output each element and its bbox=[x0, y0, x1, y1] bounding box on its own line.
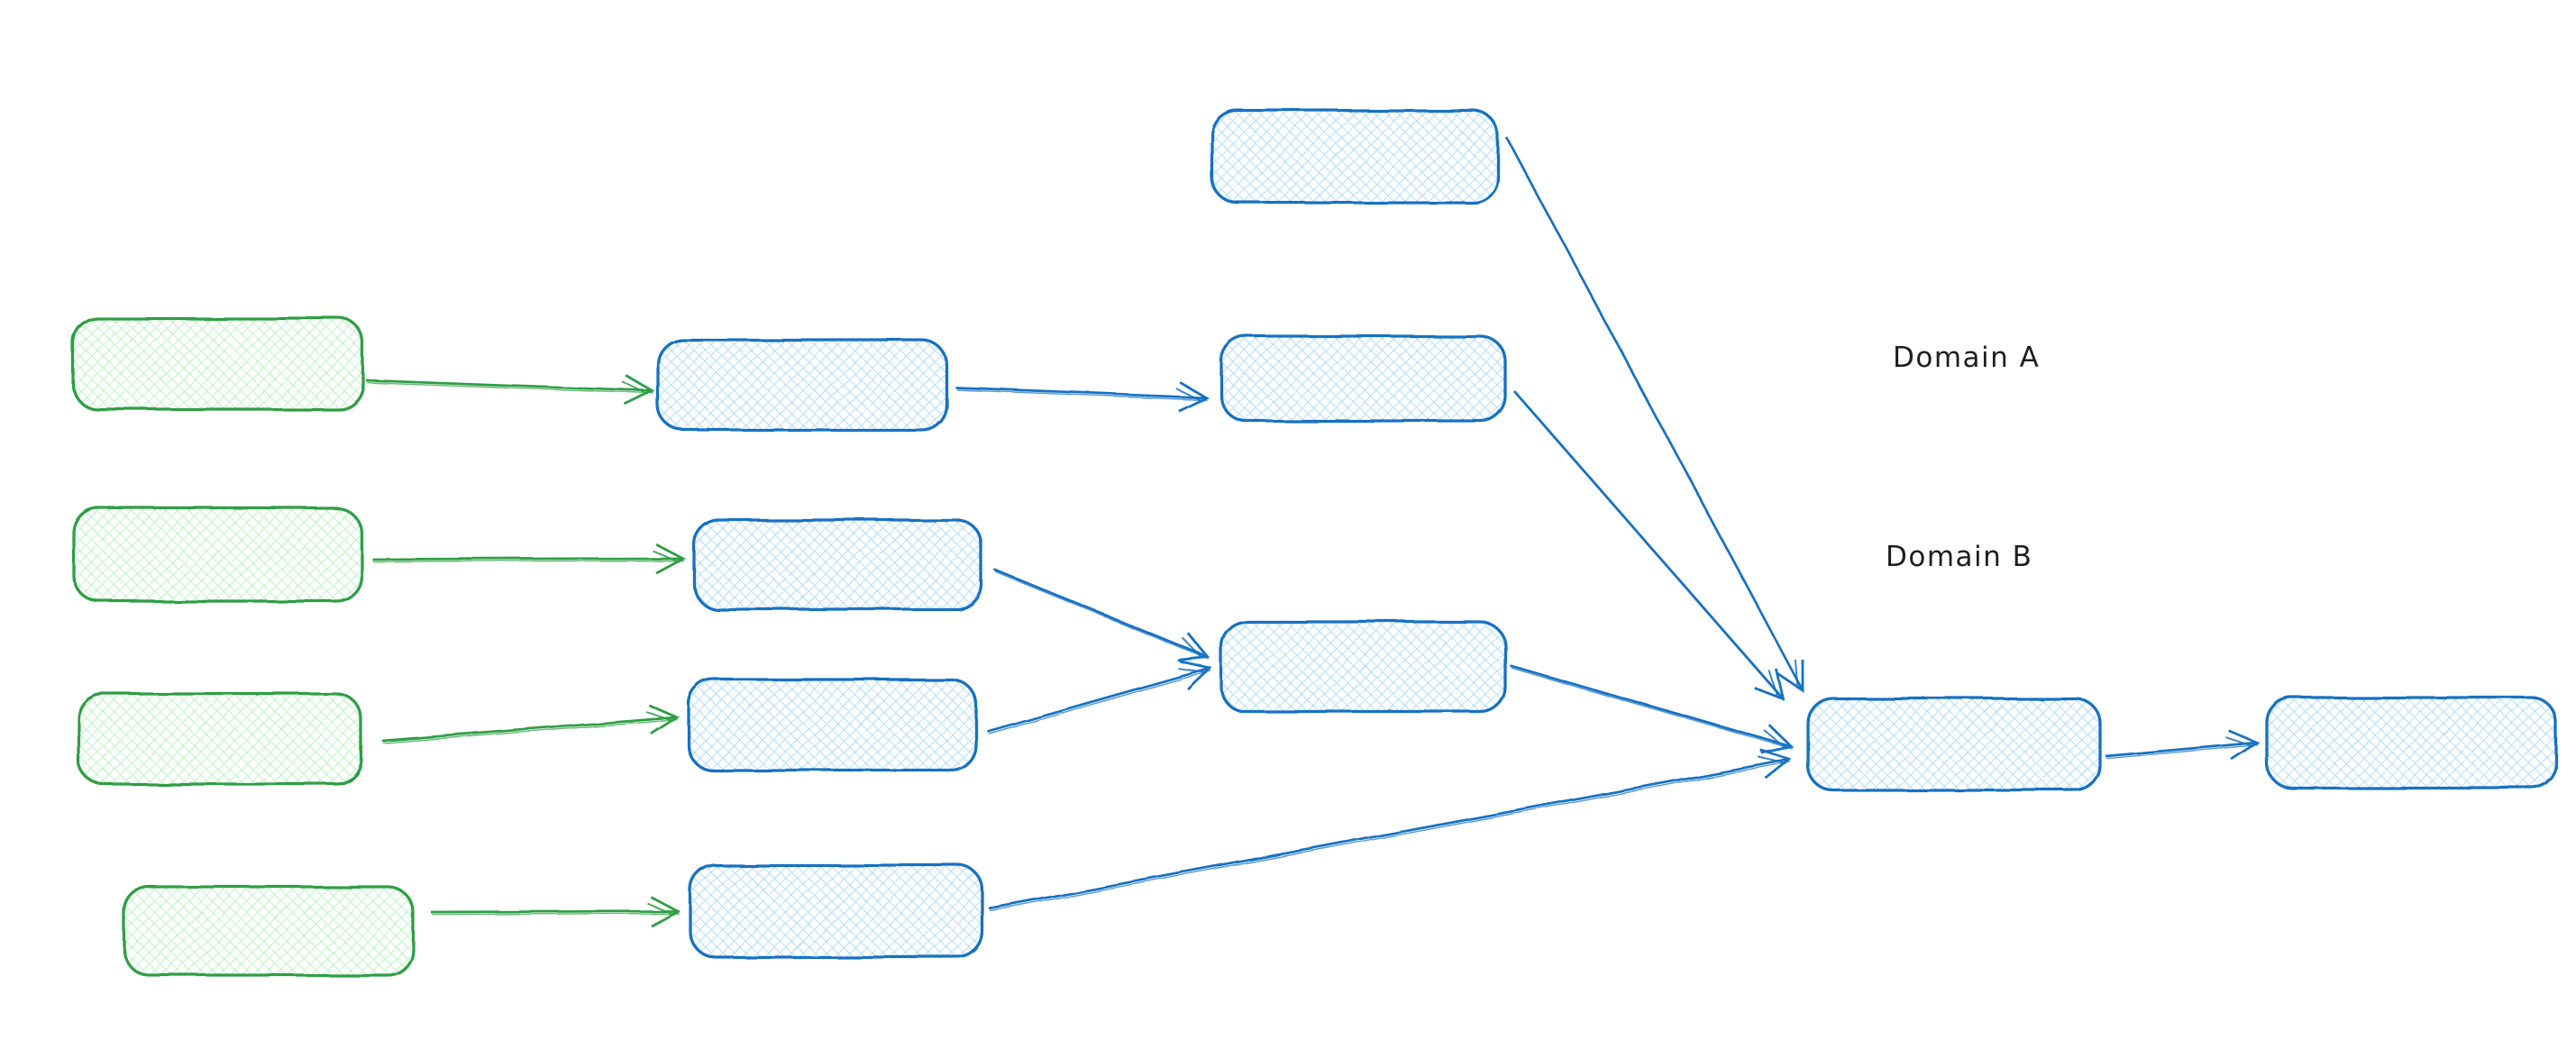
arrow-b-stage1c-to-global-sketch-stroke bbox=[990, 761, 1792, 912]
arrow-b-source1-to-stage1a-sketch-stroke bbox=[373, 560, 685, 563]
arrow-b-merge-to-global[interactable] bbox=[1509, 663, 1795, 755]
arrow-a-source-to-stage1-sketch-stroke bbox=[367, 381, 654, 395]
arrow-a-source-to-stage1[interactable] bbox=[365, 374, 655, 406]
arrow-a-stage1-to-stage2[interactable] bbox=[955, 380, 1209, 413]
arrow-b-stage1c-to-global[interactable] bbox=[988, 749, 1793, 910]
box-domain-b-source2[interactable] bbox=[77, 692, 363, 786]
arrow-b-source2-to-stage1b-sketch-stroke bbox=[383, 718, 679, 744]
arrow-b-source3-to-stage1c[interactable] bbox=[430, 895, 681, 927]
box-global-merge[interactable] bbox=[1806, 697, 2102, 792]
domain-b-label[interactable]: Domain B bbox=[1886, 541, 2032, 573]
box-domain-b-merge[interactable] bbox=[1219, 620, 1507, 714]
nodes-layer bbox=[71, 109, 2558, 977]
box-top-blue[interactable] bbox=[1210, 109, 1500, 205]
arrow-b-stage1b-to-merge-sketch-stroke bbox=[988, 669, 1211, 734]
arrow-top-to-global-merge[interactable] bbox=[1505, 137, 1804, 693]
arrow-b-source3-to-stage1c-sketch-stroke bbox=[432, 912, 680, 916]
domain-a-label[interactable]: Domain A bbox=[1893, 342, 2040, 374]
arrow-b-stage1b-to-merge[interactable] bbox=[986, 660, 1212, 733]
arrow-global-to-final-sketch-stroke bbox=[2106, 743, 2259, 760]
arrow-b-source1-to-stage1a[interactable] bbox=[371, 543, 686, 575]
box-domain-b-stage1a[interactable] bbox=[692, 518, 983, 611]
box-domain-b-source1[interactable] bbox=[72, 506, 363, 603]
box-domain-a-source[interactable] bbox=[71, 316, 365, 411]
edges-layer bbox=[365, 137, 2260, 927]
arrow-b-stage1a-to-merge-sketch-stroke bbox=[995, 570, 1210, 661]
labels-layer: Domain A Domain B bbox=[1886, 342, 2040, 573]
arrow-a-stage2-to-global-merge[interactable] bbox=[1512, 390, 1785, 701]
arrow-b-source2-to-stage1b[interactable] bbox=[381, 704, 680, 743]
box-final[interactable] bbox=[2265, 696, 2558, 789]
arrow-b-merge-to-global-sketch-stroke bbox=[1511, 666, 1794, 751]
box-domain-a-stage2[interactable] bbox=[1219, 334, 1507, 423]
arrow-b-stage1a-to-merge[interactable] bbox=[993, 568, 1210, 661]
box-domain-a-stage1[interactable] bbox=[656, 338, 948, 432]
box-domain-b-stage1c[interactable] bbox=[689, 863, 984, 959]
box-domain-b-source3[interactable] bbox=[123, 885, 415, 977]
arrow-global-to-final[interactable] bbox=[2105, 729, 2260, 761]
box-domain-b-stage1b[interactable] bbox=[687, 678, 978, 772]
arrow-a-stage1-to-stage2-sketch-stroke bbox=[956, 388, 1208, 401]
